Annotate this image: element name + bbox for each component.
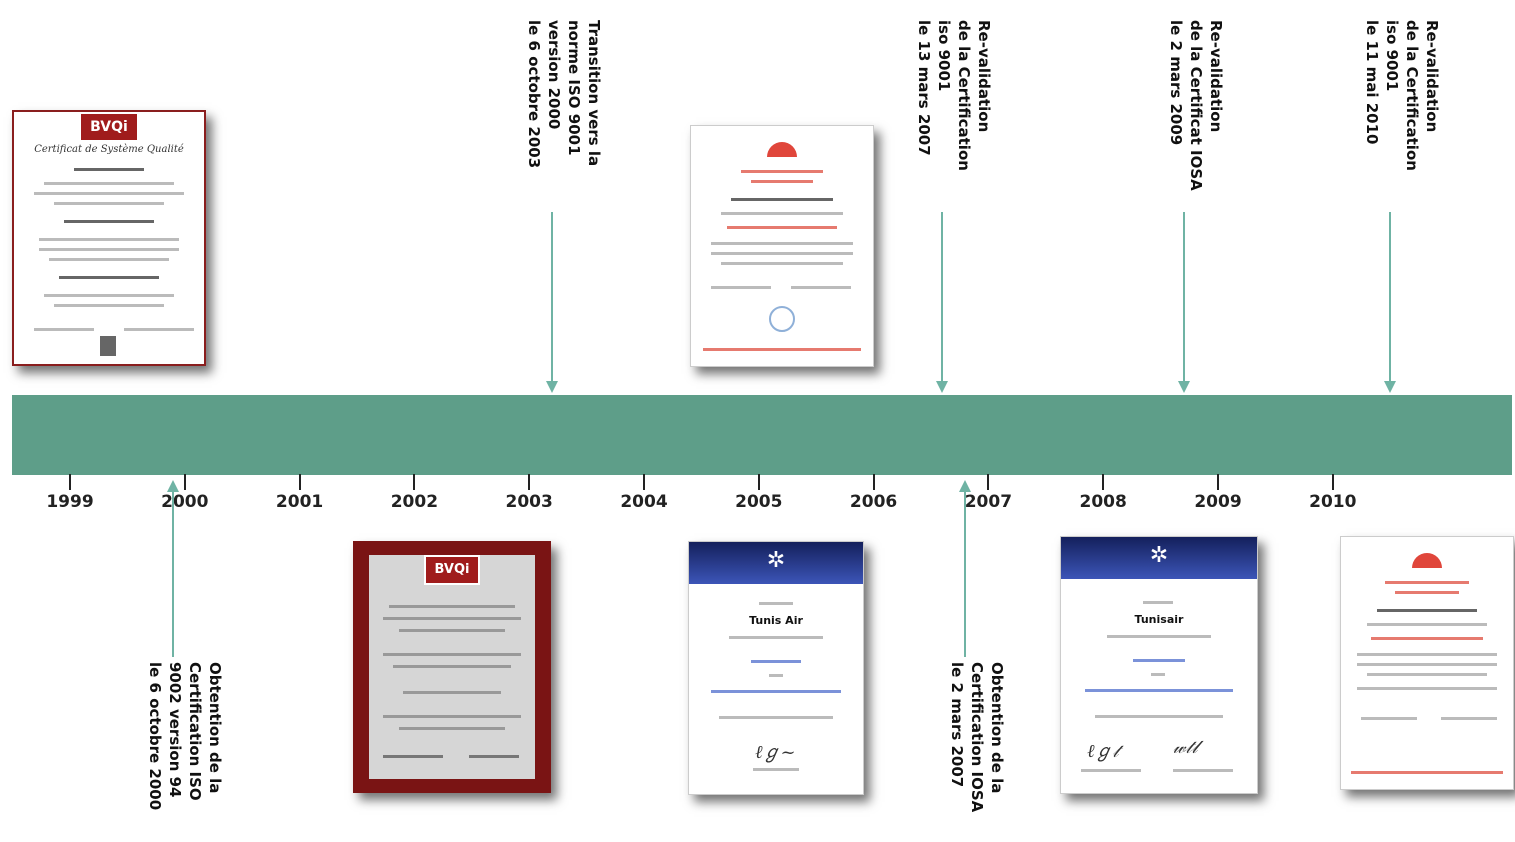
iosa-certificate-tunis-air-image: ✲ Tunis Air ℓℊ~ [688, 541, 864, 795]
year-label: 2001 [275, 492, 324, 512]
down-arrow-icon [1177, 381, 1190, 393]
down-arrow-icon [1384, 381, 1397, 393]
event-label-line: version 2000 [545, 20, 564, 130]
sun-logo-icon [767, 142, 797, 157]
event-connector-line [1182, 212, 1185, 382]
year-tick [872, 474, 875, 490]
year-tick [69, 474, 71, 490]
certificate-title: Certificat de Système Qualité [34, 144, 184, 155]
year-label: 2009 [1194, 492, 1242, 512]
event-connector-line [551, 212, 554, 382]
event-label-line: iso 9001 [1383, 20, 1402, 92]
year-label: 2002 [390, 492, 439, 512]
iata-star-icon: ✲ [1149, 543, 1169, 568]
year-tick [413, 474, 416, 490]
event-label-line: Re-validation [975, 20, 994, 133]
year-tick [757, 474, 760, 490]
event-connector-line [172, 492, 175, 657]
year-label: 1999 [46, 492, 94, 512]
event-label-line: le 6 octobre 2003 [525, 20, 544, 169]
timeline-band [12, 395, 1512, 475]
event-label-line: le 11 mai 2010 [1363, 20, 1382, 145]
year-tick [183, 474, 186, 490]
year-label: 2007 [964, 492, 1013, 512]
year-label: 2000 [161, 492, 209, 512]
year-label: 2008 [1079, 492, 1127, 512]
iso-certificate-2010-image [1340, 536, 1514, 790]
bvqi-logo: BVQi [424, 555, 480, 585]
event-label-line: norme ISO 9001 [565, 20, 584, 156]
year-tick [987, 474, 990, 490]
event-label-line: le 13 mars 2007 [915, 20, 934, 156]
event-label-line: de la Certification [955, 20, 974, 171]
iso-certificate-image [690, 125, 874, 367]
year-label: 2005 [735, 492, 783, 512]
bvqi-certificate-image: BVQi Certificat de Système Qualité [12, 110, 206, 366]
year-tick [643, 474, 645, 490]
year-tick [1331, 474, 1334, 490]
year-label: 2004 [620, 492, 668, 512]
event-label-line: le 6 octobre 2000 [146, 662, 165, 811]
year-tick [1217, 474, 1219, 490]
event-label-line: Obtention de la [988, 662, 1007, 794]
up-arrow-icon [959, 480, 972, 492]
iata-star-icon: ✲ [766, 548, 786, 573]
event-label-line: de la Certificat IOSA [1186, 20, 1205, 191]
event-connector-line [941, 212, 944, 382]
event-label-line: de la Certification [1403, 20, 1422, 171]
year-label: 2003 [505, 492, 553, 512]
event-label-line: le 2 mars 2009 [1166, 20, 1185, 146]
bvqi-framed-certificate-image: BVQi [353, 541, 551, 793]
event-label-line: iso 9001 [935, 20, 954, 92]
event-connector-line [964, 492, 967, 657]
down-arrow-icon [546, 381, 559, 393]
year-tick [298, 474, 301, 490]
down-arrow-icon [936, 381, 949, 393]
airline-name: Tunisair [1134, 613, 1184, 626]
year-label: 2006 [849, 492, 898, 512]
iosa-certificate-tunisair-image: ✲ Tunisair ℓℊ𝓉 𝓌𝓉𝓁 [1060, 536, 1258, 794]
event-label-line: Transition vers la [585, 20, 604, 167]
year-tick [528, 474, 531, 490]
event-label-line: Obtention de la [206, 662, 225, 794]
airline-name: Tunis Air [749, 614, 803, 627]
sun-logo-icon [1412, 553, 1442, 568]
event-label-line: 9002 version 94 [166, 662, 185, 798]
event-label-line: Certification ISO [186, 662, 205, 801]
event-label-line: Re-validation [1423, 20, 1442, 133]
event-label-line: le 2 mars 2007 [948, 662, 967, 788]
event-label-line: Certification IOSA [968, 662, 987, 813]
event-label-line: Re-validation [1206, 20, 1225, 133]
bvqi-logo: BVQi [81, 114, 137, 140]
year-label: 2010 [1309, 492, 1357, 512]
up-arrow-icon [167, 480, 180, 492]
event-connector-line [1389, 212, 1392, 382]
year-tick [1102, 474, 1105, 490]
